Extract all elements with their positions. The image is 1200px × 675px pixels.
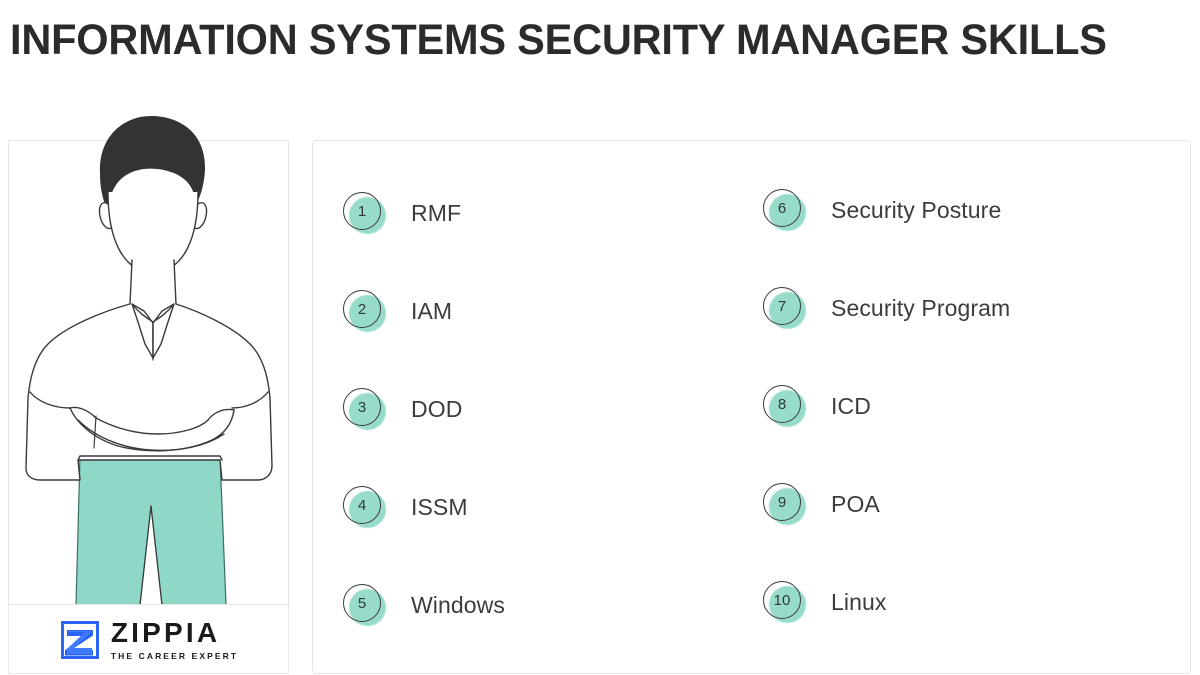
skill-label: DOD: [411, 395, 463, 422]
skill-label: Linux: [831, 588, 887, 615]
badge-ring: [763, 189, 801, 227]
number-badge-icon: 4: [342, 484, 388, 530]
skill-label: IAM: [411, 297, 453, 324]
logo-text-block: ZIPPIA THE CAREER EXPERT: [111, 619, 238, 661]
number-badge-icon: 10: [762, 579, 808, 625]
skills-column-left: 1 RMF 2 IAM 3: [342, 141, 742, 673]
logo-wordmark: ZIPPIA: [110, 617, 221, 649]
number-badge-icon: 9: [762, 481, 808, 527]
badge-number: 1: [357, 202, 367, 220]
badge-ring: [343, 584, 381, 622]
logo-tagline: THE CAREER EXPERT: [110, 651, 239, 662]
badge-ring: [343, 192, 381, 230]
number-badge-icon: 6: [762, 187, 808, 233]
number-badge-icon: 1: [342, 190, 388, 236]
skill-label: POA: [831, 490, 880, 517]
badge-number: 8: [777, 395, 787, 413]
list-item[interactable]: 1 RMF: [342, 190, 461, 236]
logo-lockup[interactable]: ZIPPIA THE CAREER EXPERT: [59, 619, 238, 661]
list-item[interactable]: 10 Linux: [762, 579, 886, 625]
list-item[interactable]: 6 Security Posture: [762, 187, 1001, 233]
list-item[interactable]: 5 Windows: [342, 582, 505, 628]
number-badge-icon: 2: [342, 288, 388, 334]
number-badge-icon: 3: [342, 386, 388, 432]
badge-ring: [763, 581, 801, 619]
man-line-art-illustration: [25, 116, 273, 605]
skill-label: ISSM: [411, 493, 468, 520]
badge-ring: [343, 486, 381, 524]
badge-number: 5: [357, 594, 367, 612]
badge-number: 9: [777, 493, 787, 511]
skill-label: ICD: [831, 392, 871, 419]
skills-panel: 1 RMF 2 IAM 3: [312, 140, 1191, 674]
badge-ring: [763, 287, 801, 325]
skills-columns: 1 RMF 2 IAM 3: [313, 141, 1190, 673]
badge-number: 6: [777, 199, 787, 217]
skill-label: Windows: [411, 591, 506, 618]
list-item[interactable]: 8 ICD: [762, 383, 871, 429]
skill-label: Security Program: [831, 294, 1011, 321]
pants-shape: [75, 455, 227, 605]
list-item[interactable]: 9 POA: [762, 481, 880, 527]
badge-number: 2: [357, 300, 367, 318]
badge-ring: [763, 385, 801, 423]
zippia-logo-footer[interactable]: ZIPPIA THE CAREER EXPERT: [8, 604, 289, 674]
list-item[interactable]: 7 Security Program: [762, 285, 1010, 331]
number-badge-icon: 8: [762, 383, 808, 429]
skill-label: RMF: [411, 199, 462, 226]
badge-ring: [763, 483, 801, 521]
badge-number: 3: [357, 398, 367, 416]
skill-label: Security Posture: [831, 196, 1002, 223]
list-item[interactable]: 4 ISSM: [342, 484, 468, 530]
illustration-figure: [8, 108, 291, 605]
badge-ring: [343, 290, 381, 328]
number-badge-icon: 7: [762, 285, 808, 331]
skills-column-right: 6 Security Posture 7 Security Program: [762, 141, 1182, 673]
list-item[interactable]: 3 DOD: [342, 386, 462, 432]
number-badge-icon: 5: [342, 582, 388, 628]
badge-number: 7: [777, 297, 787, 315]
badge-ring: [343, 388, 381, 426]
hair-shape: [99, 116, 206, 210]
badge-number: 4: [357, 496, 367, 514]
page-title: INFORMATION SYSTEMS SECURITY MANAGER SKI…: [10, 16, 1107, 64]
list-item[interactable]: 2 IAM: [342, 288, 452, 334]
badge-number: 10: [773, 591, 791, 609]
zippia-z-mark-icon: [60, 621, 99, 659]
